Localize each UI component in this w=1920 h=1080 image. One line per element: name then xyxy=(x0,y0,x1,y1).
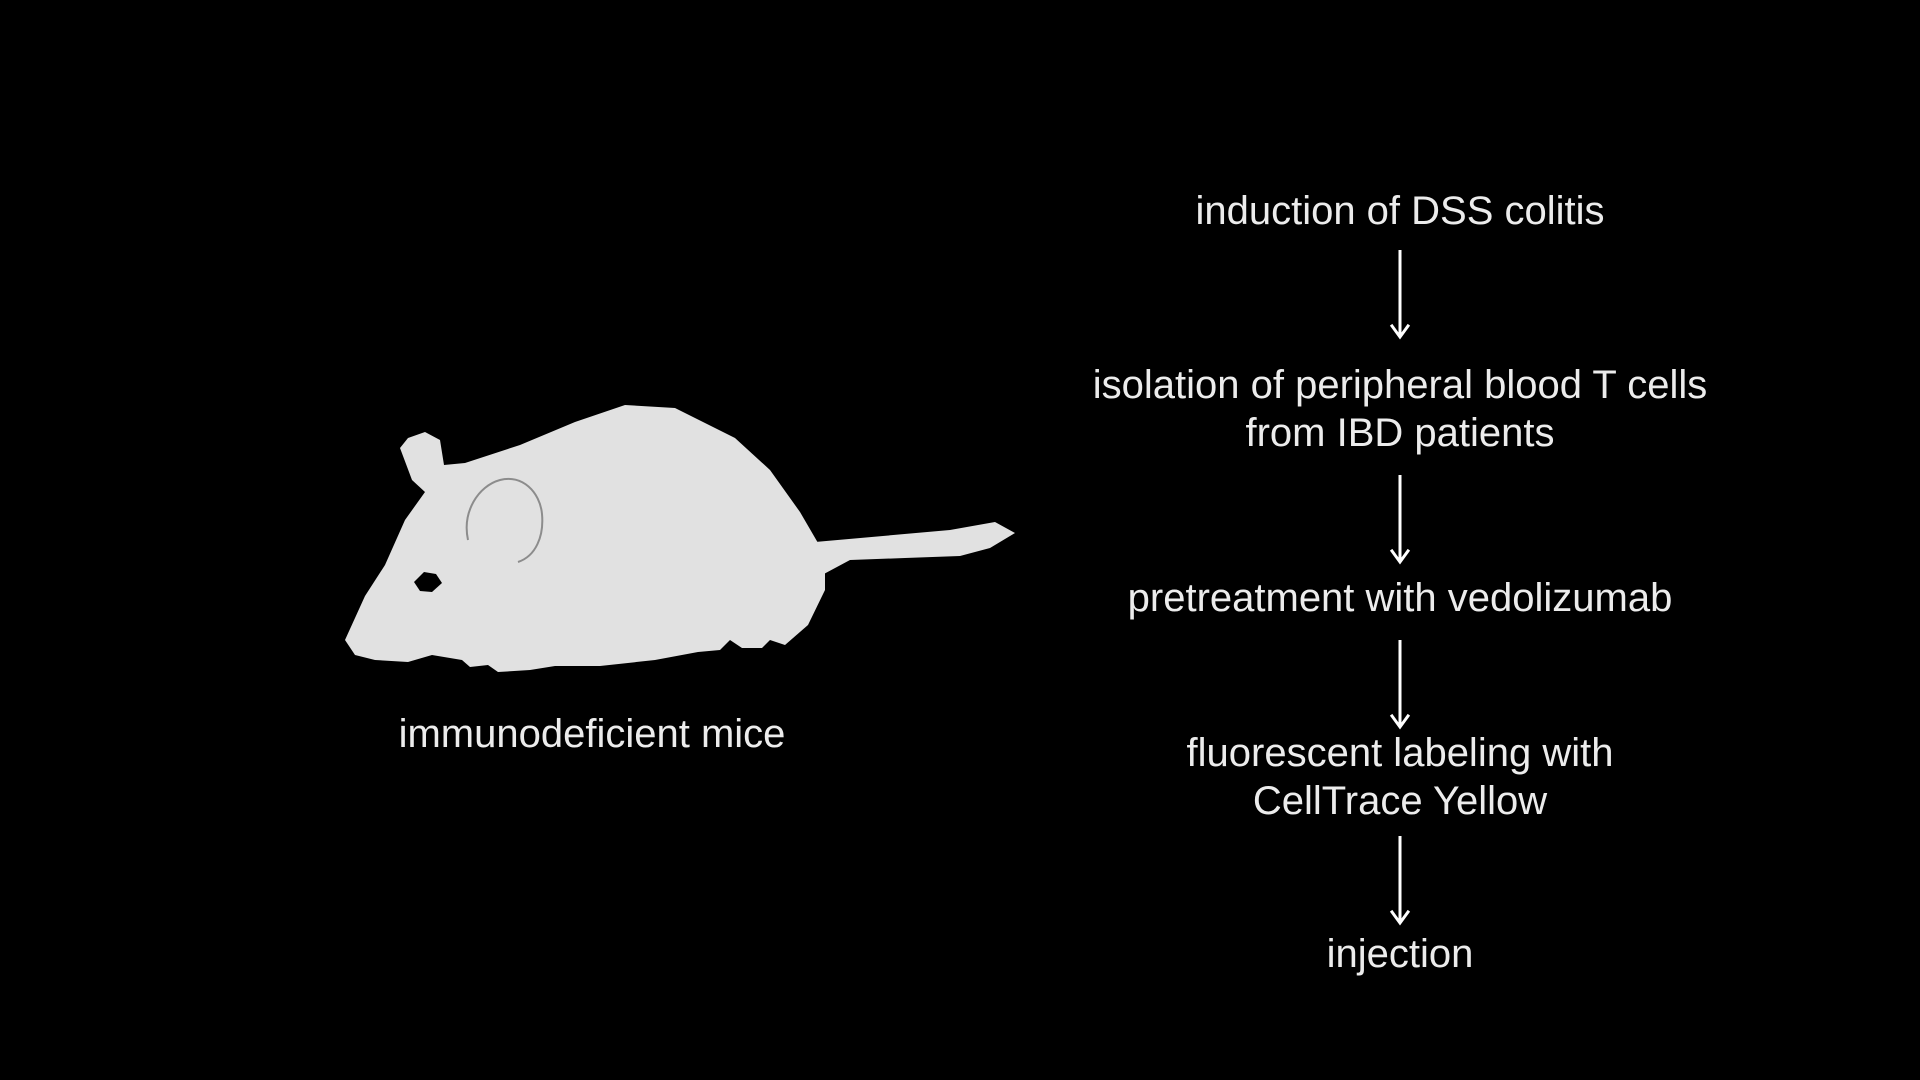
step-text: injection xyxy=(1326,932,1474,976)
step-pretreatment-vedolizumab: pretreatment with vedolizumab xyxy=(1000,574,1800,622)
mouse-tail xyxy=(815,522,1015,575)
mouse-eye xyxy=(414,572,442,592)
mouse-caption: immunodeficient mice xyxy=(398,712,786,756)
step-injection: injection xyxy=(1000,930,1800,978)
down-arrow-icon xyxy=(1389,640,1411,730)
workflow: induction of DSS colitis isolation of pe… xyxy=(1000,0,1800,1080)
step-text: fluorescent labeling with xyxy=(1186,731,1614,775)
down-arrow-icon xyxy=(1389,250,1411,340)
step-text: isolation of peripheral blood T cells xyxy=(1092,363,1708,407)
step-text: from IBD patients xyxy=(1245,411,1555,455)
mouse-body xyxy=(345,405,825,672)
step-text: induction of DSS colitis xyxy=(1195,189,1605,233)
mouse-silhouette xyxy=(345,405,1015,672)
down-arrow-icon xyxy=(1389,836,1411,926)
step-text: pretreatment with vedolizumab xyxy=(1127,576,1673,620)
step-text: CellTrace Yellow xyxy=(1252,779,1548,823)
step-induction-dss-colitis: induction of DSS colitis xyxy=(1000,187,1800,235)
step-fluorescent-labeling: fluorescent labeling with CellTrace Yell… xyxy=(1000,729,1800,825)
mouse-ear-outline xyxy=(465,477,544,563)
down-arrow-icon xyxy=(1389,475,1411,565)
step-isolation-t-cells: isolation of peripheral blood T cells fr… xyxy=(1000,361,1800,457)
